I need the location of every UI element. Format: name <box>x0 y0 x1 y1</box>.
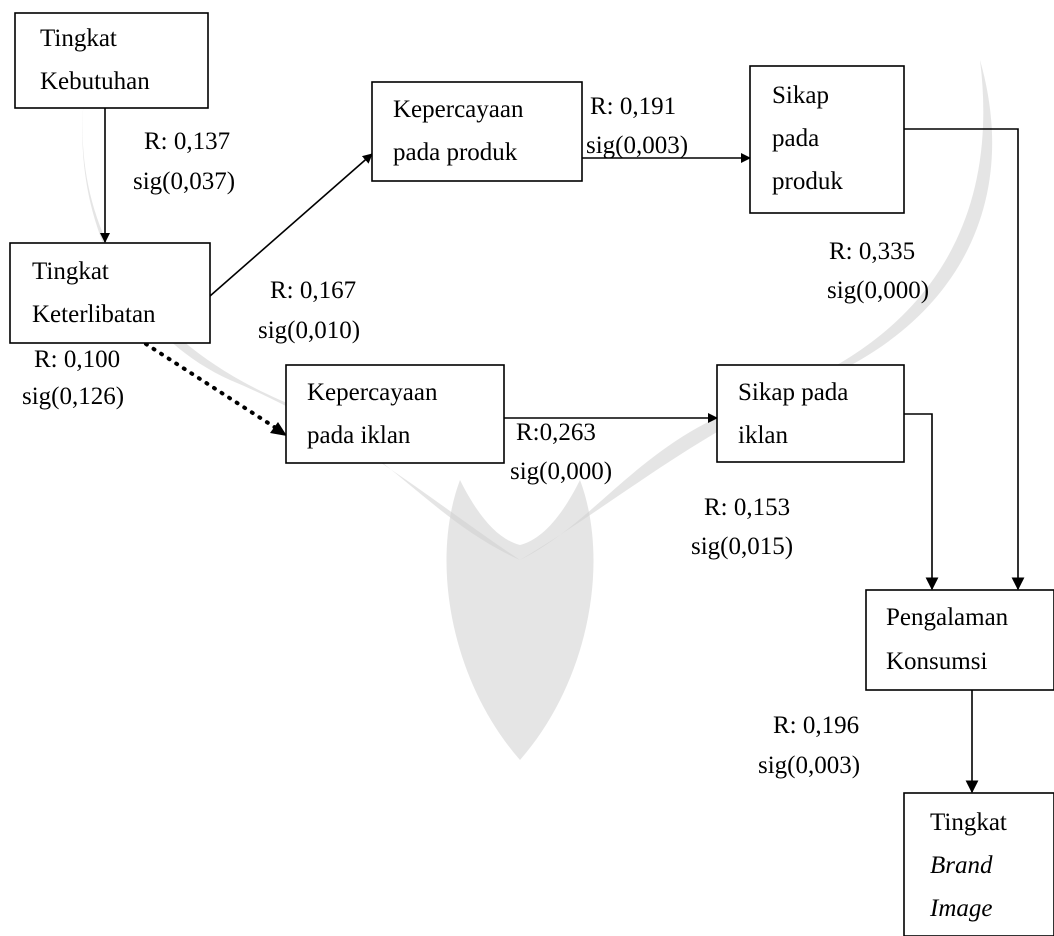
edge-label-sig: sig(0,126) <box>22 383 124 410</box>
edge-keterlibatan-kepercayaan-iklan-dotted <box>144 342 281 432</box>
node-kepercayaan-pada-produk: Kepercayaan pada produk <box>371 81 583 182</box>
node-label-line: pada iklan <box>307 422 411 449</box>
node-label-line: pada <box>772 125 819 152</box>
node-label-line: iklan <box>738 422 788 449</box>
edge-label-r: R:0,263 <box>516 419 596 446</box>
edge-label-sig: sig(0,015) <box>691 533 793 560</box>
node-tingkat-kebutuhan: Tingkat Kebutuhan <box>14 12 209 109</box>
edge-label-r: R: 0,196 <box>773 712 859 739</box>
edges <box>100 108 1025 794</box>
node-label-line: Kepercayaan <box>393 96 524 123</box>
edge-label-r: R: 0,167 <box>270 277 356 304</box>
node-label-line: Sikap pada <box>738 379 848 406</box>
node-label-line: Tingkat <box>40 25 117 52</box>
edge-label-r: R: 0,191 <box>590 93 676 120</box>
node-label-line: Sikap <box>772 82 829 109</box>
node-tingkat-brand-image: Tingkat Brand Image <box>903 792 1054 936</box>
edge-label-r: R: 0,335 <box>829 238 915 265</box>
node-label-line: Brand <box>930 852 993 879</box>
node-label-line: Konsumsi <box>886 648 987 675</box>
node-label-line: pada produk <box>393 139 518 166</box>
node-label-line: produk <box>772 168 843 195</box>
edge-sikap-produk-pengalaman <box>904 128 1025 591</box>
node-label-line: Keterlibatan <box>32 301 156 328</box>
arrowhead-dotted <box>270 422 287 436</box>
node-sikap-pada-iklan: Sikap pada iklan <box>716 364 905 463</box>
edge-label-sig: sig(0,003) <box>586 132 688 159</box>
node-sikap-pada-produk: Sikap pada produk <box>749 65 905 214</box>
edge-keterlibatan-kepercayaan-produk <box>209 153 373 297</box>
edge-label-sig: sig(0,000) <box>510 458 612 485</box>
node-pengalaman-konsumsi: Pengalaman Konsumsi <box>865 589 1054 691</box>
node-label-line: Kepercayaan <box>307 379 438 406</box>
edge-label-sig: sig(0,000) <box>827 277 929 304</box>
node-label-line: Tingkat <box>930 809 1007 836</box>
edge-label-sig: sig(0,010) <box>258 317 360 344</box>
node-tingkat-keterlibatan: Tingkat Keterlibatan <box>9 242 211 344</box>
edge-labels: R: 0,137 sig(0,037) R: 0,167 sig(0,010) … <box>22 93 929 779</box>
edge-label-sig: sig(0,003) <box>758 752 860 779</box>
node-kepercayaan-pada-iklan: Kepercayaan pada iklan <box>285 364 505 464</box>
edge-label-r: R: 0,137 <box>144 128 230 155</box>
edge-label-r: R: 0,100 <box>34 346 120 373</box>
node-label-line: Image <box>929 895 992 922</box>
edge-label-r: R: 0,153 <box>704 494 790 521</box>
edge-sikap-iklan-pengalaman <box>904 413 939 591</box>
node-label-line: Tingkat <box>32 258 109 285</box>
node-label-line: Kebutuhan <box>40 68 150 95</box>
edge-label-sig: sig(0,037) <box>133 168 235 195</box>
node-label-line: Pengalaman <box>886 604 1009 631</box>
background-watermark <box>82 60 993 760</box>
